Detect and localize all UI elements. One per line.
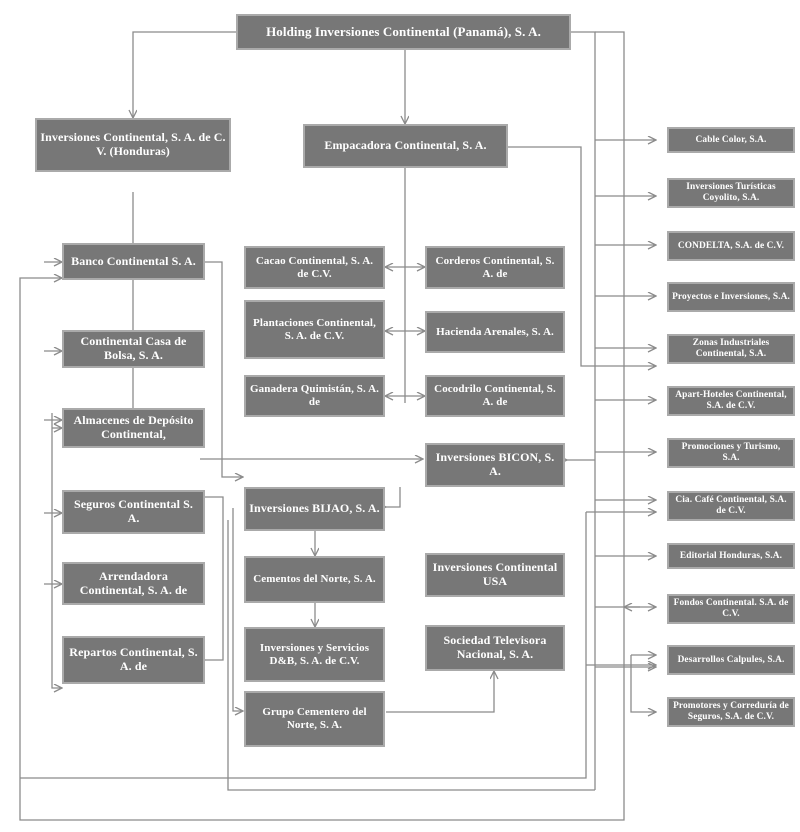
node-grupo-cementero-del-norte[interactable]: Grupo Cementero del Norte, S. A.	[244, 691, 385, 747]
node-label: Banco Continental S. A.	[71, 253, 196, 268]
edge-bottom-loop-left	[227, 520, 595, 791]
node-promotores-correduria-seguros[interactable]: Promotores y Correduría de Seguros, S.A.…	[667, 697, 795, 727]
node-label: Inversiones Continental USA	[432, 560, 558, 588]
node-label: Zonas Industriales Continental, S.A.	[692, 338, 770, 359]
node-cocodrilo-continental[interactable]: Cocodrilo Continental, S. A. de	[425, 375, 565, 417]
node-cementos-del-norte[interactable]: Cementos del Norte, S. A.	[244, 556, 385, 603]
node-inversiones-bijao[interactable]: Inversiones BIJAO, S. A.	[244, 487, 385, 531]
node-promociones-y-turismo[interactable]: Promociones y Turismo, S.A.	[667, 438, 795, 468]
node-arrendadora-continental[interactable]: Arrendadora Continental, S. A. de	[62, 562, 205, 605]
node-label: Ganadera Quimistán, S. A. de	[249, 383, 380, 408]
node-label: Cia. Café Continental, S.A. de C.V.	[675, 495, 787, 516]
edge-holding-to-inversiones-hn	[133, 31, 236, 118]
tap-promotores	[630, 655, 656, 712]
node-inversiones-turisticas-coyolito[interactable]: Inversiones Turísticas Coyolito, S.A.	[667, 178, 795, 208]
edge-holding-right-trunk-a	[571, 31, 596, 790]
edge-bus-to-grupo-cementero	[232, 508, 243, 711]
node-empacadora-continental[interactable]: Empacadora Continental, S. A.	[303, 124, 508, 168]
node-desarrollos-calpules[interactable]: Desarrollos Calpules, S.A.	[667, 645, 795, 675]
node-label: Fondos Continental. S.A. de C.V.	[673, 598, 789, 619]
edge-holding-right-trunk-b	[19, 31, 625, 821]
node-label: Cocodrilo Continental, S. A. de	[434, 383, 556, 408]
node-inversiones-servicios-dyb[interactable]: Inversiones y Servicios D&B, S. A. de C.…	[244, 627, 385, 682]
node-label: Sociedad Televisora Nacional, S. A.	[443, 633, 547, 661]
node-label: CONDELTA, S.A. de C.V.	[677, 240, 785, 251]
node-label: Inversiones Turísticas Coyolito, S.A.	[686, 182, 776, 203]
node-label: Proyectos e Inversiones, S.A.	[672, 291, 790, 302]
node-inversiones-continental-honduras[interactable]: Inversiones Continental, S. A. de C. V. …	[35, 118, 231, 172]
node-label: Repartos Continental, S. A. de	[69, 645, 198, 673]
node-label: Grupo Cementero del Norte, S. A.	[262, 706, 367, 731]
node-inversiones-continental-usa[interactable]: Inversiones Continental USA	[425, 553, 565, 597]
node-label: Inversiones BIJAO, S. A.	[249, 501, 380, 516]
edge-grupo-to-televisora	[386, 671, 494, 713]
node-label: Arrendadora Continental, S. A. de	[79, 568, 188, 597]
node-label: Inversiones y Servicios D&B, S. A. de C.…	[259, 641, 370, 667]
node-label: Apart-Hoteles Continental, S.A. de C.V.	[675, 390, 787, 411]
node-holding-label: Holding Inversiones Continental (Panamá)…	[266, 23, 541, 39]
edge-bicon-to-bijao	[386, 487, 401, 507]
node-cacao-continental[interactable]: Cacao Continental, S. A. de C.V.	[244, 246, 385, 289]
node-label: Cacao Continental, S. A. de C.V.	[255, 254, 374, 280]
node-continental-casa-de-bolsa[interactable]: Continental Casa de Bolsa, S. A.	[62, 330, 205, 368]
node-proyectos-e-inversiones[interactable]: Proyectos e Inversiones, S.A.	[667, 282, 795, 312]
node-label: Plantaciones Continental, S. A. de C.V.	[253, 316, 376, 342]
node-hacienda-arenales[interactable]: Hacienda Arenales, S. A.	[425, 311, 565, 353]
node-label: Empacadora Continental, S. A.	[324, 138, 487, 153]
node-label: Editorial Honduras, S.A.	[679, 550, 783, 561]
node-sociedad-televisora-nacional[interactable]: Sociedad Televisora Nacional, S. A.	[425, 625, 565, 671]
node-label: Cementos del Norte, S. A.	[253, 573, 376, 586]
node-label: Promotores y Correduría de Seguros, S.A.…	[673, 701, 789, 722]
node-label: Corderos Continental, S. A. de	[435, 254, 555, 280]
node-banco-continental[interactable]: Banco Continental S. A.	[62, 243, 205, 280]
node-seguros-continental[interactable]: Seguros Continental S. A.	[62, 490, 205, 534]
node-label: Inversiones BICON, S. A.	[435, 450, 555, 478]
node-repartos-continental[interactable]: Repartos Continental, S. A. de	[62, 636, 205, 684]
edge-seguros-to-repartos	[205, 496, 224, 660]
edge-empacadora-to-zonas	[508, 146, 656, 366]
edge-bottom-loop-right	[20, 512, 587, 779]
node-condelta[interactable]: CONDELTA, S.A. de C.V.	[667, 231, 795, 261]
node-label: Cable Color, S.A.	[695, 134, 767, 145]
node-zonas-industriales-continental[interactable]: Zonas Industriales Continental, S.A.	[667, 334, 795, 364]
node-plantaciones-continental[interactable]: Plantaciones Continental, S. A. de C.V.	[244, 300, 385, 359]
edge-left-bus-repartos	[51, 413, 62, 688]
node-label: Almacenes de Depósito Continental,	[73, 413, 194, 441]
node-apart-hoteles-continental[interactable]: Apart-Hoteles Continental, S.A. de C.V.	[667, 386, 795, 416]
node-label: Continental Casa de Bolsa, S. A.	[80, 334, 187, 362]
node-label: Desarrollos Calpules, S.A.	[677, 654, 785, 665]
node-ganadera-quimistan[interactable]: Ganadera Quimistán, S. A. de	[244, 375, 385, 417]
node-label: Seguros Continental S. A.	[73, 497, 193, 525]
node-label: Inversiones Continental, S. A. de C. V. …	[40, 130, 226, 158]
node-label: Promociones y Turismo, S.A.	[681, 442, 781, 463]
node-almacenes-deposito-continental[interactable]: Almacenes de Depósito Continental,	[62, 408, 205, 448]
node-editorial-honduras[interactable]: Editorial Honduras, S.A.	[667, 543, 795, 569]
node-cia-cafe-continental[interactable]: Cia. Café Continental, S.A. de C.V.	[667, 491, 795, 521]
node-label: Hacienda Arenales, S. A.	[436, 325, 554, 338]
node-fondos-continental[interactable]: Fondos Continental. S.A. de C.V.	[667, 594, 795, 624]
node-corderos-continental[interactable]: Corderos Continental, S. A. de	[425, 246, 565, 289]
node-inversiones-bicon[interactable]: Inversiones BICON, S. A.	[425, 443, 565, 487]
node-cable-color[interactable]: Cable Color, S.A.	[667, 127, 795, 153]
edge-banco-right-down	[205, 261, 243, 477]
node-holding[interactable]: Holding Inversiones Continental (Panamá)…	[236, 14, 571, 50]
